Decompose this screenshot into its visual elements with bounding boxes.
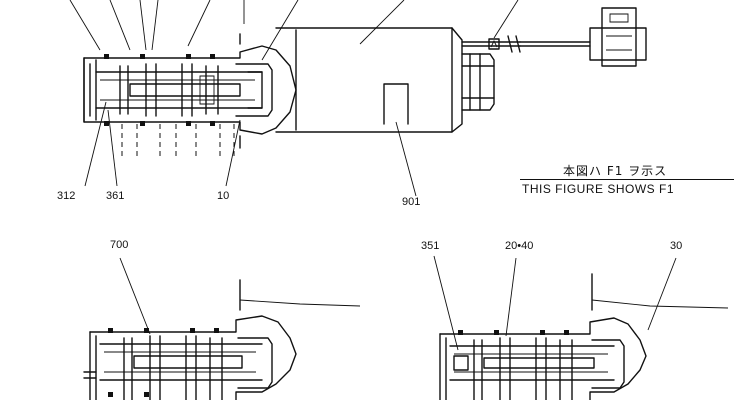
bottom-right-valve-assembly xyxy=(433,255,729,400)
callout-20-40: 20•40 xyxy=(505,240,534,252)
callout-361: 361 xyxy=(106,190,125,202)
callout-700: 700 xyxy=(110,239,129,251)
callout-10: 10 xyxy=(217,190,230,202)
bottom-left-valve-assembly xyxy=(83,257,361,400)
figure-note-rule xyxy=(520,179,734,180)
callout-901: 901 xyxy=(402,196,421,208)
callout-30: 30 xyxy=(670,240,683,252)
figure-note-english: THIS FIGURE SHOWS F1 xyxy=(522,182,675,196)
callout-312: 312 xyxy=(57,190,76,202)
figure-note-japanese: 本図ハ F1 ヲ示ス xyxy=(563,164,668,178)
callout-351: 351 xyxy=(421,240,440,252)
top-valve-assembly xyxy=(69,0,647,197)
